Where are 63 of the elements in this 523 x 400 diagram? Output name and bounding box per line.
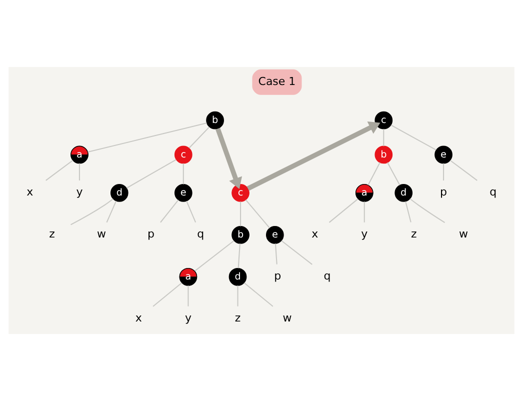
node-text: z: [234, 310, 241, 324]
node-text: q: [197, 227, 204, 240]
node-text: z: [49, 227, 55, 240]
connector: [46, 159, 74, 180]
connector: [383, 128, 384, 146]
connector: [443, 162, 444, 180]
connector: [245, 198, 270, 228]
connector: [152, 282, 182, 306]
node-text: y: [184, 310, 192, 324]
connector: [368, 162, 380, 185]
node-circle: c: [232, 183, 250, 202]
node-text: x: [312, 227, 318, 240]
connector: [188, 285, 189, 306]
node-circle: b: [232, 225, 250, 244]
node-circle: d: [110, 183, 128, 202]
connector: [126, 158, 176, 188]
connector: [387, 162, 400, 185]
connector: [70, 198, 114, 225]
node-text: z: [411, 227, 417, 240]
connector: [410, 198, 446, 223]
node-text: x: [135, 310, 142, 324]
node-text: q: [324, 269, 331, 282]
connector: [237, 285, 238, 306]
arrow: [216, 127, 242, 189]
connector: [281, 240, 312, 264]
connector: [244, 282, 274, 306]
node-box: Case 1: [252, 68, 302, 94]
node-circle: b: [374, 145, 393, 164]
arrow: [246, 121, 380, 190]
node-text: p: [148, 227, 155, 240]
connector: [88, 122, 207, 152]
node-text: y: [76, 185, 83, 198]
node-circle: c: [174, 145, 192, 164]
node-circle: c: [374, 110, 393, 129]
connector: [160, 199, 179, 222]
connector: [186, 200, 196, 222]
connector: [390, 124, 436, 150]
connector: [188, 126, 210, 148]
connector: [405, 200, 412, 222]
connector: [364, 201, 365, 222]
connector: [106, 200, 117, 222]
node-circle: e: [266, 225, 284, 244]
connector: [240, 201, 242, 226]
node-circle: b: [206, 110, 224, 129]
node-text: p: [274, 269, 282, 282]
node-circle: e: [434, 145, 452, 164]
node-text: p: [440, 185, 448, 198]
connector: [328, 198, 358, 222]
connector: [194, 240, 234, 271]
node-text: w: [282, 310, 292, 324]
node-text: x: [26, 185, 34, 198]
node-circle: d: [228, 267, 247, 286]
node-circle: d: [394, 183, 413, 202]
node-text: y: [361, 227, 368, 240]
node-text: w: [458, 227, 468, 240]
connector: [274, 243, 278, 264]
connector: [450, 159, 478, 180]
connector: [238, 243, 240, 268]
node-text: q: [490, 185, 497, 198]
node-circle: e: [174, 183, 192, 202]
connector: [78, 162, 80, 180]
connector: [182, 162, 184, 184]
node-text: w: [97, 227, 106, 240]
